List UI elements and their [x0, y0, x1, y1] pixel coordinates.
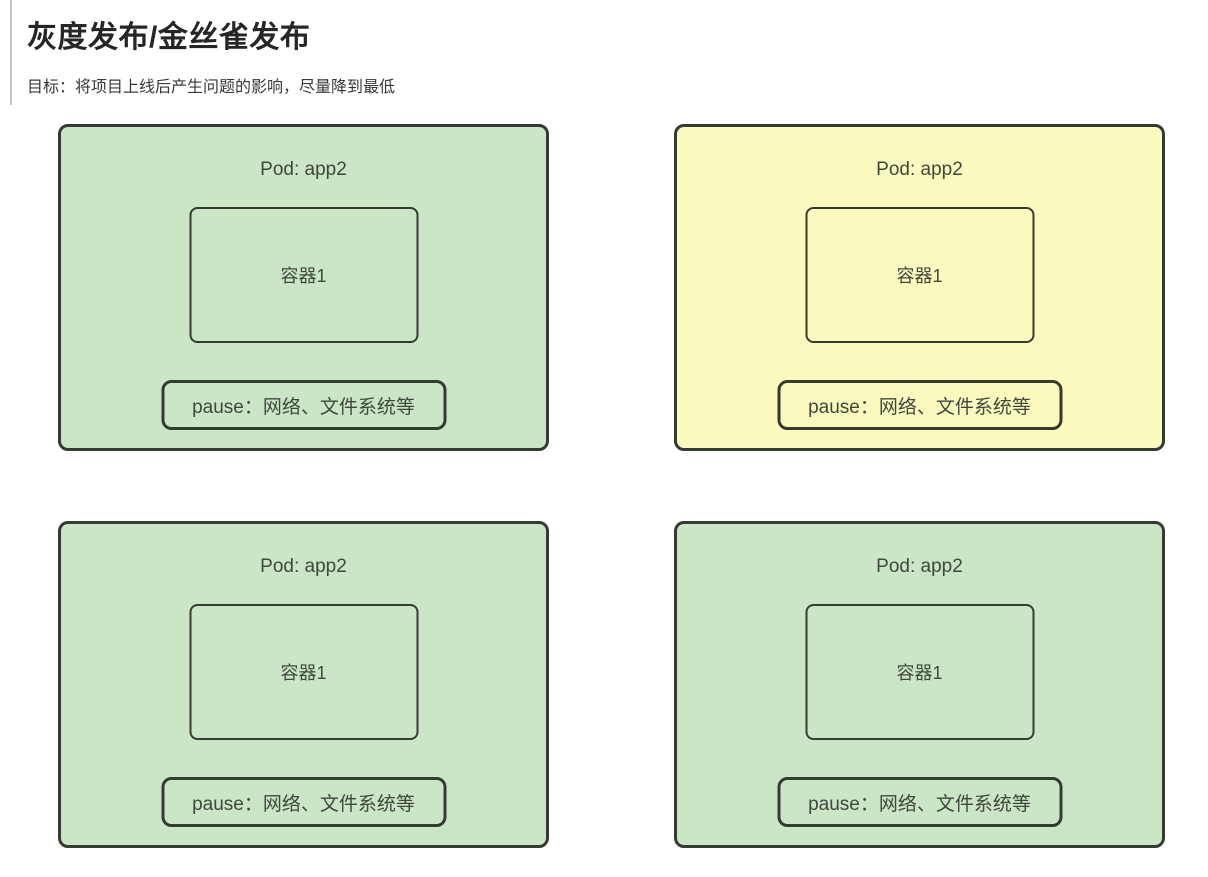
pause-box: pause：网络、文件系统等	[161, 380, 446, 430]
pause-label: pause：网络、文件系统等	[808, 396, 1031, 418]
pods-grid: Pod: app2 容器1 pause：网络、文件系统等 Pod: app2 容…	[58, 124, 1165, 848]
pod-card-bottom-right: Pod: app2 容器1 pause：网络、文件系统等	[674, 521, 1165, 848]
pause-box: pause：网络、文件系统等	[161, 777, 446, 827]
container-box: 容器1	[189, 604, 418, 740]
page-title: 灰度发布/金丝雀发布	[27, 21, 311, 54]
pause-label: pause：网络、文件系统等	[192, 793, 415, 815]
pause-label: pause：网络、文件系统等	[192, 396, 415, 418]
pod-card-top-right: Pod: app2 容器1 pause：网络、文件系统等	[674, 124, 1165, 451]
pause-label: pause：网络、文件系统等	[808, 793, 1031, 815]
container-label: 容器1	[896, 663, 943, 683]
left-edge-artifact-line	[10, 0, 12, 105]
pod-title: Pod: app2	[260, 556, 347, 577]
container-label: 容器1	[280, 663, 327, 683]
page-subtitle: 目标：将项目上线后产生问题的影响，尽量降到最低	[27, 79, 396, 96]
pause-box: pause：网络、文件系统等	[777, 380, 1062, 430]
container-box: 容器1	[805, 604, 1034, 740]
container-label: 容器1	[896, 266, 943, 286]
container-box: 容器1	[189, 207, 418, 343]
pod-title: Pod: app2	[876, 556, 963, 577]
pause-box: pause：网络、文件系统等	[777, 777, 1062, 827]
pod-title: Pod: app2	[260, 159, 347, 180]
pod-card-top-left: Pod: app2 容器1 pause：网络、文件系统等	[58, 124, 549, 451]
pod-title: Pod: app2	[876, 159, 963, 180]
pod-card-bottom-left: Pod: app2 容器1 pause：网络、文件系统等	[58, 521, 549, 848]
container-box: 容器1	[805, 207, 1034, 343]
container-label: 容器1	[280, 266, 327, 286]
